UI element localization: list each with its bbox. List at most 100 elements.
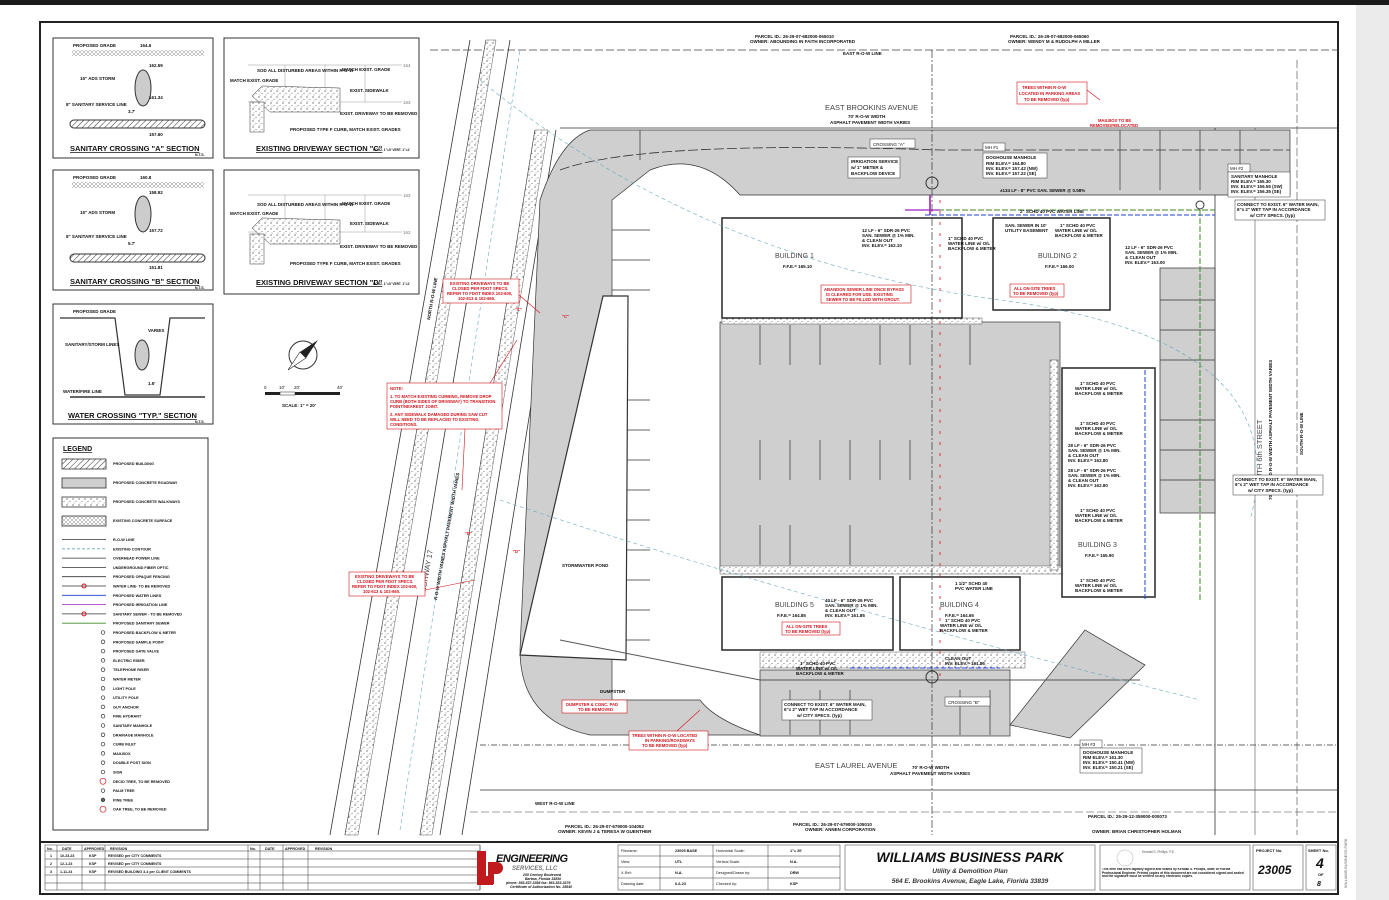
- svg-text:1" SCHD 40 PVC: 1" SCHD 40 PVC: [800, 661, 836, 666]
- legend-item: PROPOSED BACKFLOW & METER: [100, 630, 176, 635]
- road-label-sixth: SOUTH 6th STREET: [1255, 419, 1264, 490]
- legend-symbol-icon: [99, 805, 107, 813]
- svg-text:3.7': 3.7': [128, 109, 135, 114]
- file-info-value: KSP: [790, 882, 798, 886]
- svg-text:"C": "C": [515, 307, 522, 312]
- legend-label: PROPOSED BACKFLOW & METER: [113, 631, 176, 635]
- svg-text:VARIES: VARIES: [148, 328, 164, 333]
- svg-text:EXIST. DRIVEWAY TO BE REMOVED: EXIST. DRIVEWAY TO BE REMOVED: [340, 244, 418, 249]
- legend-label: MAILBOX: [113, 752, 131, 756]
- legend-symbol-icon: [100, 760, 106, 765]
- company-logo: ENGINEERING SERVICES, LLC 205 Century Bo…: [477, 851, 572, 889]
- svg-text:REVISED per CITY COMMENTS: REVISED per CITY COMMENTS: [108, 862, 162, 866]
- svg-text:TO BE REMOVED (typ): TO BE REMOVED (typ): [642, 743, 688, 748]
- svg-text:RIM ELEV.= 161.30: RIM ELEV.= 161.30: [1083, 755, 1123, 760]
- svg-text:1" SCHD 40 PVC: 1" SCHD 40 PVC: [1060, 223, 1096, 228]
- svg-text:162.59: 162.59: [149, 63, 163, 68]
- svg-text:15" ADS STORM: 15" ADS STORM: [80, 210, 115, 215]
- svg-text:WATER LINE w/ O/L: WATER LINE w/ O/L: [796, 666, 838, 671]
- legend-label: LIGHT POLE: [113, 687, 136, 691]
- svg-text:6"x 2" WET TAP IN ACCORDANCE: 6"x 2" WET TAP IN ACCORDANCE: [1237, 207, 1310, 212]
- svg-text:EXISTING DRIVEWAY SECTION "C": EXISTING DRIVEWAY SECTION "C": [256, 144, 383, 153]
- building-4-label: BUILDING 4: [940, 602, 979, 609]
- crossing-b-label: CROSSING "B": [948, 700, 980, 705]
- irrigation-callout: IRRIGATION SERVICE w/ 1" METER & BACKFLO…: [847, 156, 901, 179]
- svg-text:SANITARY CROSSING "B" SECTION: SANITARY CROSSING "B" SECTION: [70, 277, 200, 286]
- legend-label: PROPOSED SANITARY SEWER: [113, 622, 170, 626]
- svg-text:BACKFLOW & METER: BACKFLOW & METER: [1075, 431, 1123, 436]
- svg-text:8" SANITARY SERVICE LINE: 8" SANITARY SERVICE LINE: [66, 102, 127, 107]
- legend-symbol-icon: [100, 695, 106, 700]
- svg-text:INV. ELEV.= 161.85: INV. ELEV.= 161.85: [825, 613, 865, 618]
- red-note-mailbox: MAILBOX TO BE REMOVED/RELOCATED: [1090, 118, 1138, 128]
- legend-swatch: [61, 477, 107, 489]
- svg-text:REVISION: REVISION: [315, 847, 333, 851]
- svg-text:3: 3: [50, 870, 52, 874]
- file-info-value: 23005 BASE: [675, 849, 698, 853]
- svg-text:CONNECT TO EXIST. 6" WATER MAI: CONNECT TO EXIST. 6" WATER MAIN,: [1235, 477, 1317, 482]
- removal-marker-icon: [81, 611, 87, 617]
- legend-label: CURB INLET: [113, 743, 137, 747]
- svg-text:DATE: DATE: [265, 847, 275, 851]
- svg-text:WEST R-O-W LINE: WEST R-O-W LINE: [535, 801, 575, 806]
- legend-symbol-icon: [100, 732, 106, 737]
- manhole-3-callout: MH #3 DOGHOUSE MANHOLE RIM ELEV.= 161.30…: [1079, 739, 1143, 774]
- legend-item: UTILITY POLE: [100, 695, 139, 700]
- legend-label: PROPOSED IRRIGATION LINE: [113, 603, 168, 607]
- svg-text:BACKFLOW & METER: BACKFLOW & METER: [1075, 518, 1123, 523]
- svg-text:205 Century Boulevard: 205 Century Boulevard: [522, 873, 562, 877]
- svg-text:NOTE:: NOTE:: [390, 386, 403, 391]
- revision-row: 2 12-1-23 KSP REVISED per CITY COMMENTS: [50, 862, 162, 866]
- legend-label: OAK TREE, TO BE REMOVED: [113, 808, 167, 812]
- svg-text:OF: OF: [1318, 872, 1324, 877]
- svg-text:CLOSED PER FDOT SPECS.: CLOSED PER FDOT SPECS.: [357, 579, 413, 584]
- svg-text:INV. ELEV.= 157.22 (SE): INV. ELEV.= 157.22 (SE): [986, 171, 1037, 176]
- svg-text:REFER TO FDOT INDEX 102-600,: REFER TO FDOT INDEX 102-600,: [352, 584, 417, 589]
- building-1-label: BUILDING 1: [775, 253, 814, 260]
- svg-text:SOUTH R-O-W LINE: SOUTH R-O-W LINE: [1299, 413, 1304, 456]
- red-note-trees-row-top: TREES WITHIN R-O-W LOCATED IN PARKING AR…: [1016, 81, 1088, 105]
- svg-text:INV. ELEV.= 156.35 (SE): INV. ELEV.= 156.35 (SE): [1231, 189, 1282, 194]
- svg-text:RIM ELEV.= 165.30: RIM ELEV.= 165.30: [1231, 179, 1271, 184]
- legend-symbol-icon: [100, 686, 106, 691]
- file-info-label: View:: [621, 860, 630, 864]
- svg-text:EXIST. DRIVEWAY TO BE REMOVED: EXIST. DRIVEWAY TO BE REMOVED: [340, 111, 418, 116]
- svg-text:DOGHOUSE MANHOLE: DOGHOUSE MANHOLE: [986, 155, 1036, 160]
- svg-text:102-613 & 102-660.: 102-613 & 102-660.: [458, 296, 495, 301]
- window-top-bar: [0, 0, 1389, 5]
- svg-text:BACKFLOW & METER: BACKFLOW & METER: [796, 671, 844, 676]
- svg-text:MH #2: MH #2: [1230, 166, 1244, 171]
- stormwater-pond: [519, 295, 629, 661]
- building-5-label: BUILDING 5: [775, 602, 814, 609]
- red-note-driveway-d: EXISTING DRIVEWAYS TO BE CLOSED PER FDOT…: [348, 571, 426, 597]
- legend-label: DRAINAGE MANHOLE: [113, 733, 154, 737]
- connect-callout-right: CONNECT TO EXIST. 6" WATER MAIN, 6"x 2" …: [1232, 474, 1324, 496]
- svg-text:1" SCHD 40 PVC: 1" SCHD 40 PVC: [945, 618, 981, 623]
- section-water-typ: PROPOSED GRADE SANITARY/STORM LINES VARI…: [52, 303, 214, 425]
- legend-symbol-icon: [100, 741, 106, 747]
- svg-text:40 LF - 6" SDR-26 PVC: 40 LF - 6" SDR-26 PVC: [825, 598, 874, 603]
- legend-item: PROPOSED IRRIGATION LINE: [62, 603, 168, 607]
- legend-item: PROPOSED SAMPLE POINT: [100, 639, 165, 644]
- svg-text:No.: No.: [250, 847, 256, 851]
- legend-label: PROPOSED SAMPLE POINT: [113, 640, 165, 644]
- svg-text:1" SCHD 40 PVC: 1" SCHD 40 PVC: [1080, 578, 1116, 583]
- revision-table: [44, 844, 481, 891]
- svg-text:151.81: 151.81: [149, 265, 163, 270]
- revision-row: 3 1-11-24 KSP REVISED BUILDING 3-4 per C…: [50, 870, 191, 874]
- svg-text:INV. ELEV.= 150.41 (NW): INV. ELEV.= 150.41 (NW): [1083, 760, 1135, 765]
- svg-text:6"x 2" WET TAP IN ACCORDANCE: 6"x 2" WET TAP IN ACCORDANCE: [784, 707, 857, 712]
- svg-text:WATER/FIRE LINE: WATER/FIRE LINE: [63, 389, 102, 394]
- legend-symbol-icon: [100, 639, 106, 644]
- legend-item: FIRE HYDRANT: [100, 714, 142, 719]
- svg-text:ABANDON SEWER LINE ONCE BYPASS: ABANDON SEWER LINE ONCE BYPASS: [824, 287, 904, 292]
- legend-label: SANITARY SEWER - TO BE REMOVED: [113, 612, 182, 616]
- building-3-label: BUILDING 3: [1078, 542, 1117, 549]
- svg-text:163: 163: [403, 100, 411, 105]
- svg-text:Bartow, Florida 33830: Bartow, Florida 33830: [525, 877, 561, 881]
- svg-text:INV. ELEV.= 161.85: INV. ELEV.= 161.85: [945, 661, 985, 666]
- red-note-driveway-c: EXISTING DRIVEWAYS TO BE CLOSED PER FDOT…: [442, 278, 520, 304]
- svg-text:MH #1: MH #1: [985, 145, 999, 150]
- svg-text:w/ CITY SPECS. (typ): w/ CITY SPECS. (typ): [796, 713, 842, 718]
